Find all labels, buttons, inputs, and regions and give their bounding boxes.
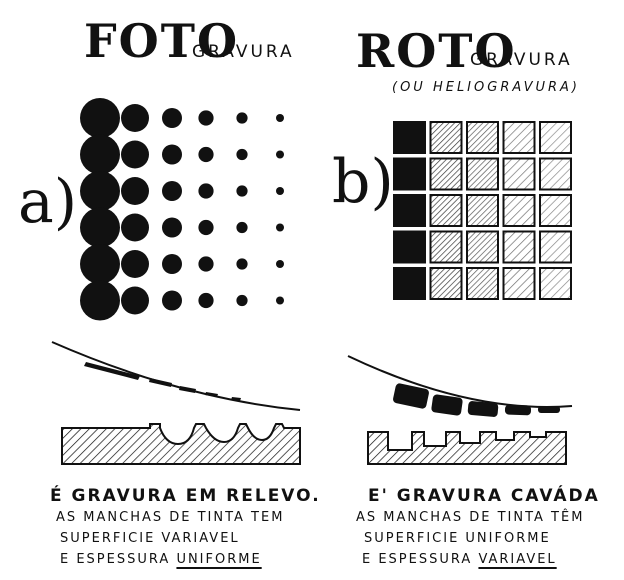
halftone-dot	[276, 296, 284, 305]
gravure-cell	[429, 230, 463, 264]
halftone-dot	[276, 114, 284, 122]
halftone-dot	[121, 104, 149, 132]
fotogravura-caption-main: É GRAVURA EM RELEVO.	[50, 486, 321, 506]
gravure-cell	[466, 121, 499, 154]
gravure-cell	[429, 157, 463, 191]
halftone-dot	[162, 181, 182, 201]
halftone-dot	[121, 286, 149, 315]
rotogravura-title-roto: ROTO	[356, 24, 517, 78]
halftone-dot	[162, 108, 182, 128]
halftone-dot	[162, 254, 182, 274]
halftone-dot	[276, 187, 284, 195]
halftone-dot	[198, 183, 214, 199]
gravure-cell	[393, 194, 426, 227]
gravure-cell	[393, 157, 426, 191]
fotogravura-relief-plate	[61, 423, 301, 465]
halftone-dot	[236, 112, 248, 124]
gravure-cell	[539, 194, 572, 227]
gravure-cell	[393, 267, 426, 300]
halftone-dot	[236, 185, 248, 197]
halftone-dot	[121, 177, 149, 205]
halftone-dot-grid	[80, 98, 284, 321]
halftone-dot	[198, 219, 214, 236]
rotogravura-intaglio-plate	[367, 431, 567, 465]
fotogravura-caption-line1: AS MANCHAS DE TINTA TEM	[56, 510, 285, 525]
rotogravura-caption-line3-prefix: E ESPESSURA	[362, 552, 473, 567]
gravure-cell	[393, 121, 426, 154]
gravure-cell	[502, 267, 536, 300]
halftone-dot	[80, 244, 120, 284]
halftone-dot	[80, 171, 120, 211]
fotogravura-title-foto: FOTO	[84, 14, 240, 68]
gravure-cell	[502, 157, 536, 191]
rotogravura-caption-main: E' GRAVURA CAVÁDA	[368, 486, 600, 506]
gravure-cell	[466, 267, 499, 300]
fotogravura-cylinder-curve	[51, 341, 301, 411]
rotogravura-caption-line3-emphasis: VARIAVEL	[478, 552, 557, 567]
gravure-cell	[466, 157, 499, 191]
gravure-cell	[429, 267, 463, 300]
halftone-dot	[198, 146, 214, 163]
gravure-cell	[539, 267, 572, 300]
rotogravura-caption-line1: AS MANCHAS DE TINTA TÊM	[356, 510, 585, 525]
panel-label-a: a)	[18, 167, 78, 237]
gravure-cell	[539, 157, 572, 191]
rotogravura-subtitle: (OU HELIOGRAVURA)	[392, 80, 581, 95]
gravure-cell	[466, 230, 499, 264]
gravure-cell	[429, 121, 463, 154]
gravure-cell	[502, 121, 536, 154]
gravure-cell	[539, 121, 572, 154]
rotogravura-title-gravura: GRAVURA	[470, 50, 573, 70]
halftone-dot	[162, 217, 182, 238]
halftone-dot	[236, 258, 248, 270]
gravure-cell	[429, 194, 463, 227]
halftone-dot	[80, 280, 120, 321]
halftone-dot	[236, 294, 248, 307]
gravure-cell-grid	[393, 121, 572, 300]
halftone-dot	[198, 292, 214, 309]
gravure-cell	[466, 194, 499, 227]
gravure-cell	[502, 194, 536, 227]
halftone-dot	[162, 144, 182, 165]
rotogravura-caption-line2: SUPERFICIE UNIFORME	[364, 531, 551, 546]
rotogravura-caption-line3: E ESPESSURA VARIAVEL	[362, 552, 557, 567]
halftone-dot	[198, 256, 214, 272]
halftone-dot	[276, 223, 284, 232]
gravure-cell	[502, 230, 536, 264]
fotogravura-ink-spots	[84, 362, 241, 401]
fotogravura-title-gravura: GRAVURA	[192, 42, 295, 62]
halftone-dot	[236, 221, 248, 234]
halftone-dot	[121, 213, 149, 242]
halftone-dot	[236, 148, 248, 161]
halftone-dot	[80, 134, 120, 175]
gravure-cell	[539, 230, 572, 264]
halftone-dot	[80, 207, 120, 248]
fotogravura-caption-line2: SUPERFICIE VARIAVEL	[60, 531, 240, 546]
halftone-dot	[121, 250, 149, 278]
halftone-dot	[80, 98, 120, 138]
gravure-cell	[393, 230, 426, 264]
halftone-dot	[276, 260, 284, 268]
halftone-dot	[276, 150, 284, 159]
fotogravura-caption-line3-emphasis: UNIFORME	[176, 552, 262, 567]
fotogravura-caption-line3: E ESPESSURA UNIFORME	[60, 552, 262, 567]
fotogravura-caption-line3-prefix: E ESPESSURA	[60, 552, 171, 567]
halftone-dot	[198, 110, 214, 126]
rotogravura-ink-blocks	[393, 383, 560, 417]
halftone-dot	[162, 290, 182, 311]
halftone-dot	[121, 140, 149, 169]
panel-label-b: b)	[332, 147, 394, 217]
